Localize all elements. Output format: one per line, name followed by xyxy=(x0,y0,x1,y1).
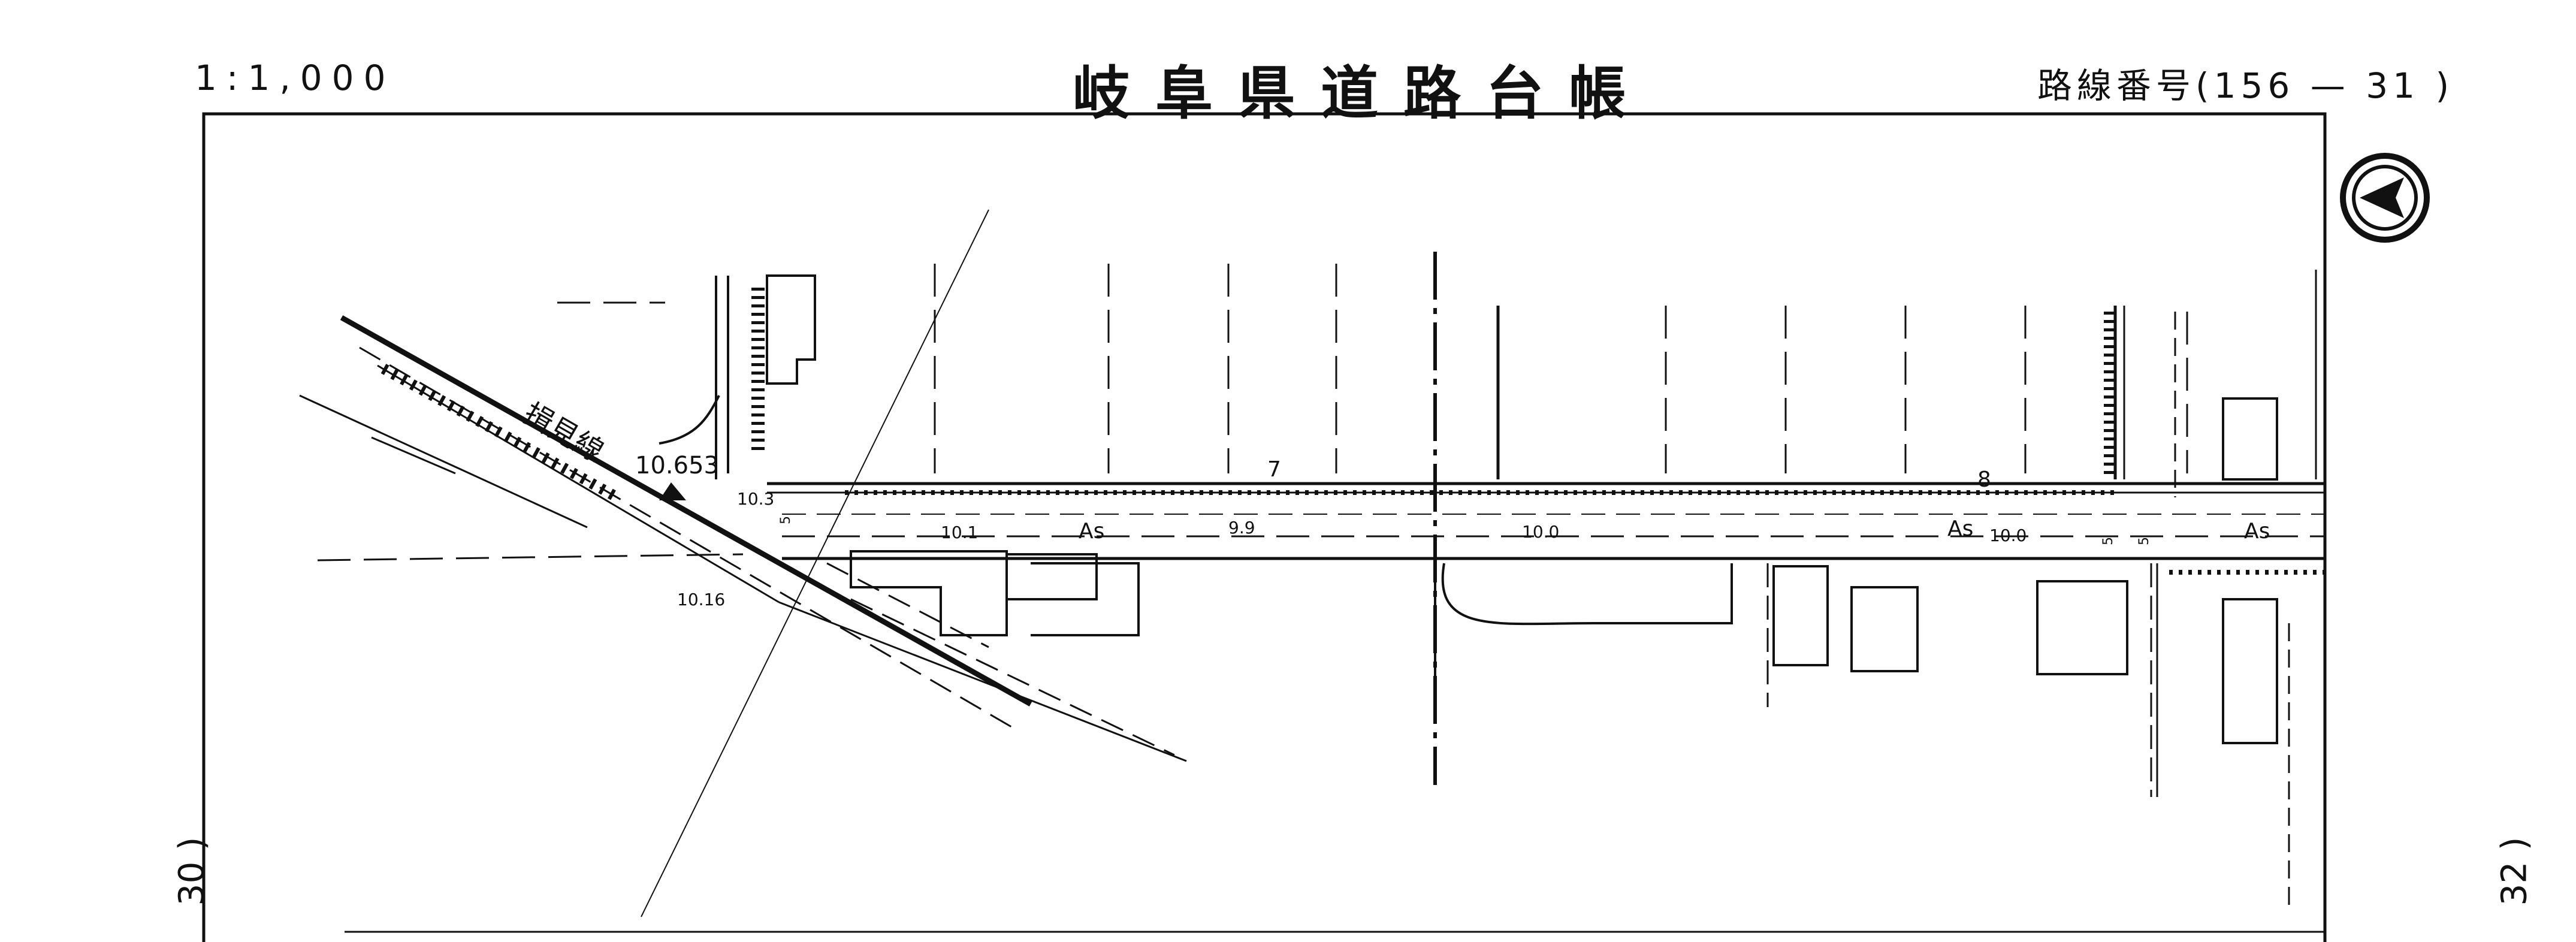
road-name-label: 揖見線 xyxy=(518,397,609,469)
benchmark-elevation: 10.653 xyxy=(635,452,719,479)
surface-label: As xyxy=(2244,519,2270,544)
buildings xyxy=(766,274,2278,744)
elevation-label: 10.16 xyxy=(677,590,725,609)
elevation-label: 10.3 xyxy=(737,489,774,509)
lot-number: 8 xyxy=(1977,467,1991,492)
benchmark-triangle-icon xyxy=(659,482,686,500)
route-number: 路線番号(156 — 31 ) xyxy=(2037,65,2454,106)
diagonal-road xyxy=(299,315,1187,762)
width-label: 5 xyxy=(2101,537,2116,545)
property-lines xyxy=(317,264,2188,561)
survey-line xyxy=(641,209,989,917)
roadside-strips xyxy=(659,288,2115,479)
elevation-label: 10.0 xyxy=(1989,526,2027,545)
elevation-label: 9.9 xyxy=(1228,518,1255,538)
boundary-solid xyxy=(715,252,2317,911)
surface-label: As xyxy=(1079,519,1104,544)
elevation-label: 10.1 xyxy=(941,523,978,542)
sheet-frame xyxy=(202,112,2327,942)
elevation-label: 10.0 xyxy=(1522,522,1559,542)
map-scale: 1:1,000 xyxy=(195,58,395,98)
main-road xyxy=(767,482,2325,575)
lot-number: 7 xyxy=(1267,457,1281,482)
page-title: 岐阜県道路台帳 xyxy=(1073,60,1651,127)
width-label: 5 xyxy=(778,516,793,524)
north-arrow-icon xyxy=(2340,153,2430,243)
width-label: 5 xyxy=(2137,537,2152,545)
surface-label: As xyxy=(1947,517,1973,541)
